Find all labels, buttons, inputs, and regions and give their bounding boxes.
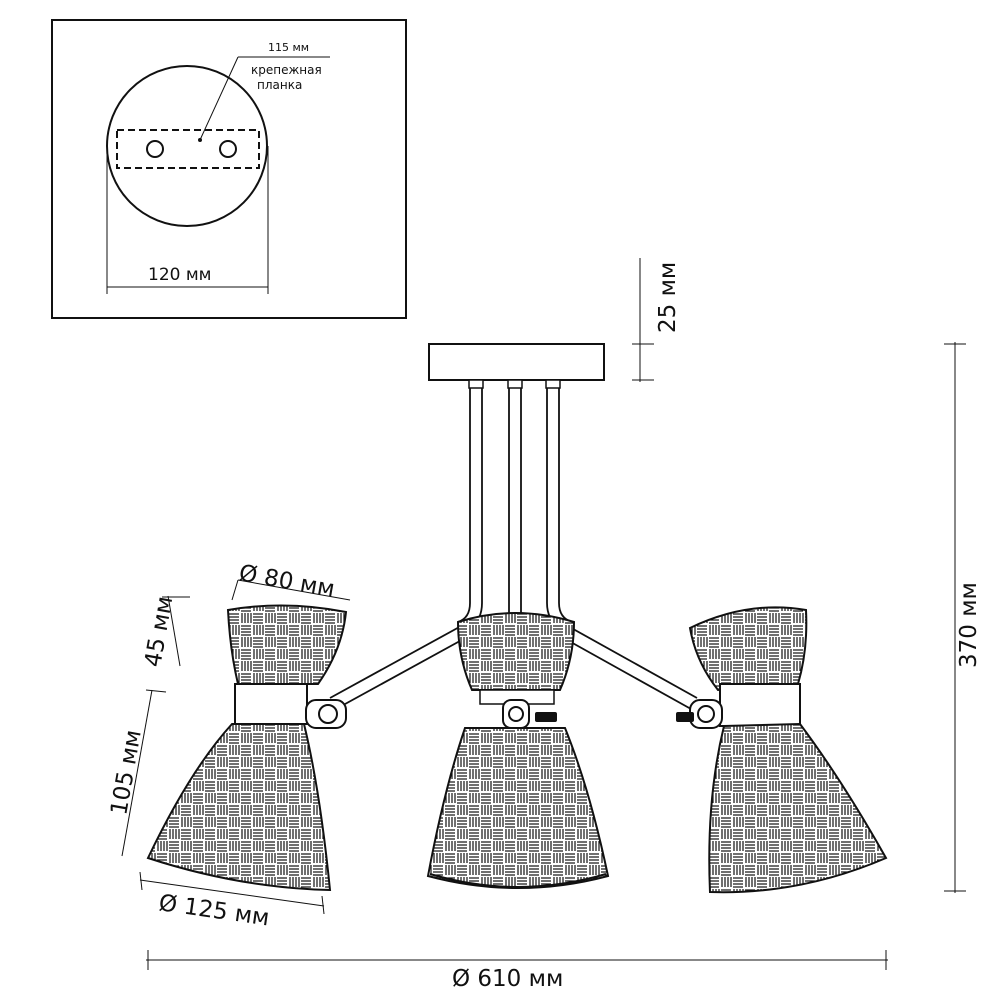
ceiling-lamp — [146, 343, 888, 894]
left-joint-knob — [305, 699, 347, 729]
dimension-shade-top-height: 45 мм — [140, 594, 190, 669]
right-shade-top — [688, 606, 808, 692]
left-shade — [146, 604, 348, 892]
bracket-note-line1: крепежная — [251, 63, 322, 77]
ceiling-canopy — [428, 343, 605, 381]
total-height-label: 370 мм — [956, 582, 982, 668]
mounting-hole-left — [146, 140, 164, 158]
left-shade-bottom — [146, 723, 332, 892]
mounting-bracket — [116, 129, 260, 169]
center-shade-bottom — [426, 727, 610, 889]
right-shade-collar — [719, 683, 801, 727]
right-shade-bottom — [708, 722, 888, 894]
lamp-arms — [329, 624, 698, 710]
left-shade-top — [226, 604, 348, 685]
mounting-base-inset: 115 мм крепежная планка 120 мм — [51, 19, 407, 319]
base-plate-circle — [106, 65, 268, 227]
bracket-note-line2: планка — [257, 78, 302, 92]
shade-top-height-label: 45 мм — [140, 594, 178, 669]
shade-top-diameter-label: Ø 80 мм — [237, 560, 337, 602]
canopy-height-label: 25 мм — [655, 262, 681, 333]
left-shade-collar — [234, 683, 308, 725]
dimension-canopy-height: 25 мм — [632, 258, 681, 382]
total-diameter-label: Ø 610 мм — [452, 966, 563, 992]
base-width-label: 120 мм — [148, 265, 212, 285]
center-shade-top — [456, 612, 576, 691]
dimension-total-height: 370 мм — [944, 342, 982, 893]
bracket-size-label: 115 мм — [268, 41, 309, 54]
bracket-leader-line — [199, 56, 239, 141]
right-joint-knob — [676, 699, 723, 729]
dimension-total-diameter: Ø 610 мм — [146, 950, 888, 992]
center-joint-knob — [502, 699, 557, 729]
inset-frame — [51, 19, 407, 319]
mounting-hole-right — [219, 140, 237, 158]
dimension-shade-top-diameter: Ø 80 мм — [231, 560, 351, 603]
center-stems — [457, 379, 573, 700]
dimension-shade-bottom-height: 105 мм — [106, 689, 167, 857]
shade-bottom-height-label: 105 мм — [106, 728, 147, 817]
right-shade — [676, 606, 888, 894]
